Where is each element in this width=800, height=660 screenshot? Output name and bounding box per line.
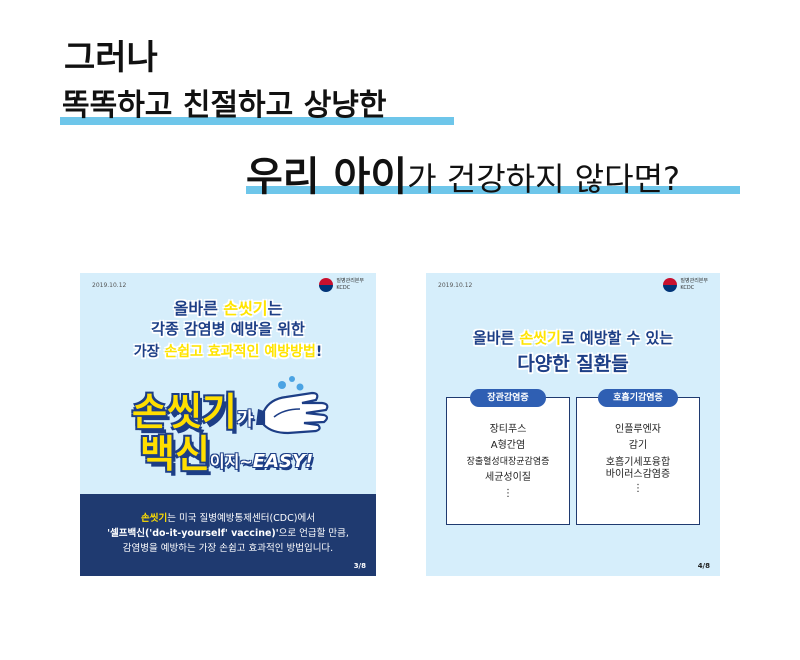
card-title-line-2: 각종 감염병 예방을 위한 [151,320,305,338]
page-number: 4/8 [697,562,710,570]
big-slogan-line-1: 손씻기가 [132,390,254,434]
list-item: 인플루엔자 [615,424,661,435]
heading-line-3: 우리 아이가 건강하지 않다면? [246,144,680,202]
taegeuk-emblem-icon [319,278,334,292]
card-preventable-diseases: 2019.10.12 질병관리본부 KCDC 올바른 손씻기로 예방할 수 있는… [426,273,720,576]
card-title-line-2: 다양한 질환들 [517,353,629,375]
card-date: 2019.10.12 [438,282,473,289]
description-panel: 손씻기는 미국 질병예방통제센터(CDC)에서 '셀프백신('do-it-you… [80,494,376,576]
description-line-3: 감염병을 예방하는 가장 손쉽고 효과적인 방법입니다. [122,543,334,554]
intestinal-infections-label: 장관감염증 [470,389,546,407]
heading-line-3-rest: 가 건강하지 않다면? [407,160,680,198]
list-item: 감기 [628,440,648,451]
list-item: A형간염 [490,440,526,451]
taegeuk-emblem-icon [663,278,678,292]
heading-line-3-underline [246,186,740,194]
intestinal-infections-box: 장티푸스 A형간염 장출혈성대장균감염증 세균성이질 ⋮ [446,397,570,525]
card-title-line-1: 올바른 손씻기로 예방할 수 있는 [472,329,674,347]
description-line-1: 손씻기는 미국 질병예방통제센터(CDC)에서 [141,513,315,524]
description-line-2: '셀프백신('do-it-yourself' vaccine)'으로 언급할 만… [107,528,349,539]
respiratory-infections-box: 인플루엔자 감기 호흡기세포융합 바이러스감염증 ⋮ [576,397,700,525]
list-ellipsis: ⋮ [503,488,513,499]
card-handwashing-vaccine: 2019.10.12 질병관리본부 KCDC 올바른 손씻기는 각종 감염병 예… [80,273,376,576]
org-abbr: KCDC [680,285,695,291]
list-item: 바이러스감염증 [605,469,671,480]
big-slogan-line-2: 백신이지~EASY! [140,432,314,476]
title-keyword: 손씻기 [223,299,268,318]
card-date: 2019.10.12 [92,282,127,289]
list-item: 세균성이질 [485,472,531,483]
card-title-line-1: 올바른 손씻기는 [173,299,283,318]
heading-line-3-emphasis: 우리 아이 [246,154,408,200]
heading-line-2-underline [60,117,454,125]
list-item: 호흡기세포융합 [605,457,671,468]
list-item: 장티푸스 [489,424,527,435]
org-logo: 질병관리본부 KCDC [319,278,364,292]
org-name: 질병관리본부 [680,278,708,284]
title-keyword: 손씻기 [519,329,561,347]
heading-line-1: 그러나 [64,38,158,78]
list-ellipsis: ⋮ [633,483,643,494]
org-logo: 질병관리본부 KCDC [663,278,708,292]
hands-washing-icon [256,376,329,435]
org-name: 질병관리본부 [336,278,364,284]
org-abbr: KCDC [336,285,351,291]
list-item: 장출혈성대장균감염증 [466,457,550,467]
page-number: 3/8 [353,562,366,570]
easy-text: EASY! [252,451,314,472]
heading-line-2: 똑똑하고 친절하고 상냥한 [62,88,387,123]
respiratory-infections-label: 호흡기감염증 [598,389,678,407]
card-title-line-3: 가장 손쉽고 효과적인 예방방법! [133,344,323,360]
